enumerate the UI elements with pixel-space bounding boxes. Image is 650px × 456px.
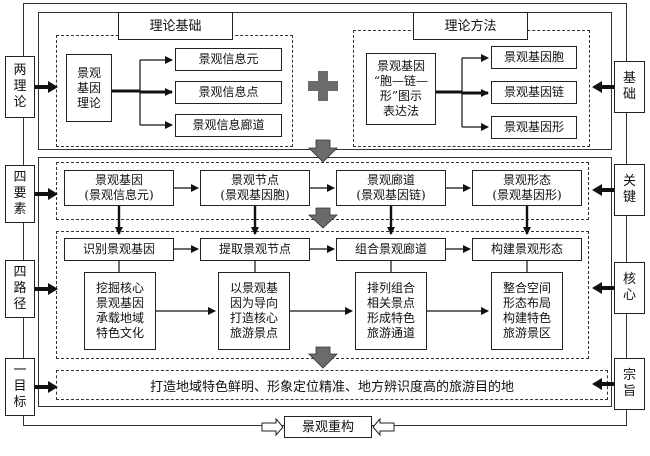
path-combine-box: 组合景观廊道: [336, 238, 446, 261]
path-build-box: 构建景观形态: [472, 238, 582, 261]
method-connectors: [436, 54, 489, 131]
side-left-four-elements: 四 要 素: [5, 165, 35, 223]
action-guide-box: 以景观基 因为导向 打造核心 旅游景点: [218, 272, 290, 350]
method-item-2: 景观基因链: [491, 81, 577, 104]
element-to-path-arrows: [115, 206, 531, 235]
element-node-box: 景观节点 (景观基因胞): [200, 170, 310, 206]
path-to-action-stems: [118, 261, 528, 272]
goal-text: 打造地域特色鲜明、形象定位精准、地方辨识度高的旅游目的地: [149, 379, 514, 395]
method-core-box: 景观基因 “胞—链— 形”图示 表达法: [366, 53, 436, 125]
action-integrate-box: 整合空间 形态布局 构建特色 旅游景区: [491, 272, 563, 350]
side-right-core: 核 心: [614, 262, 645, 314]
right-side-arrowheads: [592, 81, 602, 390]
reconstruction-arrows: [261, 417, 395, 437]
theory-basis-title: 理论基础: [118, 12, 233, 40]
action-arrange-box: 排列组合 相关景点 形成特色 旅游通道: [355, 272, 427, 350]
theory-item-1: 景观信息元: [175, 48, 282, 71]
side-right-basis: 基 础: [614, 61, 645, 113]
side-left-four-paths: 四 路 径: [5, 260, 35, 318]
theory-item-2: 景观信息点: [175, 81, 282, 104]
method-item-3: 景观基因形: [491, 116, 577, 139]
side-left-two-theories: 两 理 论: [5, 56, 35, 118]
method-item-1: 景观基因胞: [491, 46, 577, 69]
reconstruction-label: 景观重构: [284, 416, 372, 438]
left-side-arrows: [35, 85, 50, 389]
theory-method-title: 理论方法: [413, 12, 528, 40]
element-gene-box: 景观基因 (景观信息元): [64, 170, 174, 206]
theory-connectors: [112, 56, 173, 129]
action-mine-box: 挖掘核心 景观基因 承载地域 特色文化: [84, 272, 156, 350]
path-extract-box: 提取景观节点: [200, 238, 310, 261]
element-form-box: 景观形态 (景观基因形): [472, 170, 582, 206]
left-side-arrowheads: [48, 81, 58, 393]
plus-icon: [308, 71, 338, 101]
theory-core-box: 景观 基因 理论: [66, 54, 112, 122]
theory-item-3: 景观信息廊道: [175, 114, 282, 137]
side-left-one-goal: 一 目 标: [5, 358, 35, 416]
side-right-purpose: 宗 旨: [614, 358, 645, 410]
side-right-key: 关 键: [614, 164, 645, 216]
right-side-arrows: [600, 85, 614, 386]
element-corridor-box: 景观廊道 (景观基因链): [336, 170, 446, 206]
path-identify-box: 识别景观基因: [64, 238, 174, 261]
down-arrow-icons: [307, 139, 339, 369]
